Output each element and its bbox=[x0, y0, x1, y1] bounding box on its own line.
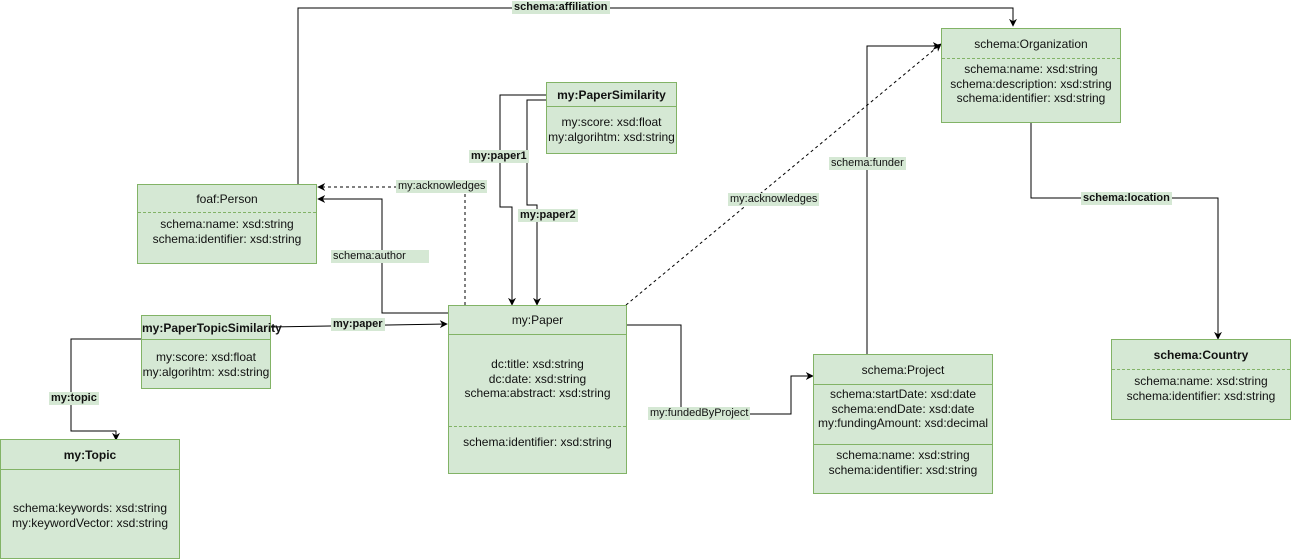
attribute: my:keywordVector: xsd:string bbox=[11, 515, 169, 530]
node-title: schema:Project bbox=[814, 355, 992, 385]
attribute: dc:title: xsd:string bbox=[491, 357, 584, 371]
edge-location bbox=[1030, 123, 1222, 340]
node-my-paper[interactable]: my:Paper dc:title: xsd:string dc:date: x… bbox=[448, 305, 627, 474]
edge-topic bbox=[70, 338, 141, 441]
node-title: schema:Country bbox=[1112, 340, 1290, 370]
node-my-topic[interactable]: my:Topic schema:keywords: xsd:string my:… bbox=[0, 439, 180, 559]
edge-affiliation bbox=[297, 7, 1017, 184]
attribute: schema:name: xsd:string bbox=[160, 217, 294, 231]
attribute: dc:date: xsd:string bbox=[488, 371, 587, 386]
edge-label-funded-by-project: my:fundedByProject bbox=[648, 407, 751, 420]
edge-label-acknowledges-person: my:acknowledges bbox=[396, 180, 488, 193]
node-schema-project[interactable]: schema:Project schema:startDate: xsd:dat… bbox=[813, 354, 993, 494]
attribute: my:score: xsd:float bbox=[561, 115, 662, 129]
edge-funder bbox=[866, 42, 941, 354]
attribute: my:algorihtm: xsd:string bbox=[142, 364, 270, 379]
attribute: schema:name: xsd:string bbox=[964, 62, 1098, 76]
attribute: my:fundingAmount: xsd:decimal bbox=[817, 416, 989, 430]
attribute: schema:name: xsd:string bbox=[836, 448, 970, 462]
edge-paper1 bbox=[499, 94, 546, 306]
edge-label-topic: my:topic bbox=[49, 392, 99, 405]
edge-label-funder: schema:funder bbox=[829, 157, 906, 170]
node-title: schema:Organization bbox=[942, 29, 1120, 59]
node-title: my:Paper bbox=[449, 306, 626, 335]
node-title: my:Topic bbox=[1, 440, 179, 470]
node-paper-similarity[interactable]: my:PaperSimilarity my:score: xsd:float m… bbox=[546, 82, 677, 154]
attribute: schema:identifier: xsd:string bbox=[956, 91, 1106, 105]
attribute: schema:name: xsd:string bbox=[1134, 374, 1268, 388]
node-schema-country[interactable]: schema:Country schema:name: xsd:string s… bbox=[1111, 339, 1291, 420]
edge-label-author: schema:author bbox=[331, 250, 429, 263]
node-title: my:PaperSimilarity bbox=[547, 83, 676, 107]
attribute: my:score: xsd:float bbox=[155, 350, 257, 364]
edge-label-paper2: my:paper2 bbox=[518, 209, 578, 222]
attribute: schema:identifier: xsd:string bbox=[463, 435, 612, 449]
edge-label-paper: my:paper bbox=[331, 318, 385, 331]
attribute: schema:description: xsd:string bbox=[950, 76, 1112, 91]
edge-label-location: schema:location bbox=[1081, 192, 1172, 205]
attribute: schema:abstract: xsd:string bbox=[464, 386, 611, 400]
attribute: schema:startDate: xsd:date bbox=[829, 387, 977, 401]
edge-label-paper1: my:paper1 bbox=[469, 150, 529, 163]
edge-funded-by-project bbox=[626, 324, 814, 415]
attribute: schema:endDate: xsd:date bbox=[831, 401, 975, 416]
edge-acknowledges-person bbox=[317, 183, 466, 305]
attribute: schema:identifier: xsd:string bbox=[152, 231, 302, 246]
node-foaf-person[interactable]: foaf:Person schema:name: xsd:string sche… bbox=[137, 184, 317, 264]
attribute: schema:identifier: xsd:string bbox=[1126, 388, 1276, 403]
attribute: my:algorihtm: xsd:string bbox=[548, 129, 675, 144]
node-title: my:PaperTopicSimilarity bbox=[142, 316, 282, 340]
edge-label-affiliation: schema:affiliation bbox=[512, 1, 610, 14]
attribute: schema:keywords: xsd:string bbox=[12, 501, 168, 515]
edge-label-acknowledges-org: my:acknowledges bbox=[728, 193, 820, 206]
node-schema-organization[interactable]: schema:Organization schema:name: xsd:str… bbox=[941, 28, 1121, 123]
node-paper-topic-similarity[interactable]: my:PaperTopicSimilarity my:score: xsd:fl… bbox=[141, 315, 282, 389]
edge-paper2 bbox=[526, 99, 546, 306]
node-title: foaf:Person bbox=[138, 185, 316, 213]
attribute: schema:identifier: xsd:string bbox=[828, 462, 978, 477]
edge-acknowledges-org bbox=[625, 43, 942, 306]
